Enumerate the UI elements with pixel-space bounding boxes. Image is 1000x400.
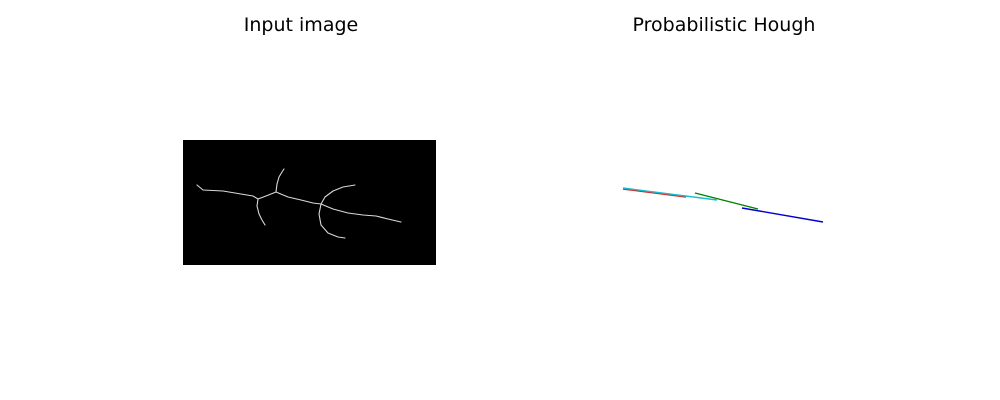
hough-lines-canvas bbox=[622, 187, 824, 223]
edge-arc-upper-right bbox=[320, 184, 356, 205]
hough-line-cyan bbox=[622, 187, 718, 201]
input-image-canvas bbox=[196, 168, 402, 239]
hough-line-red bbox=[622, 188, 687, 198]
edge-arc-lower-right bbox=[318, 203, 346, 239]
input-image-title: Input image bbox=[243, 14, 359, 36]
probabilistic-hough-title: Probabilistic Hough bbox=[632, 14, 816, 36]
hough-line-green bbox=[694, 192, 759, 210]
edge-branch-lower-left bbox=[256, 198, 266, 226]
hough-lines-panel bbox=[605, 140, 845, 265]
input-image bbox=[183, 140, 436, 265]
edge-main-crack bbox=[196, 184, 402, 223]
hough-line-blue bbox=[741, 207, 824, 223]
edge-branch-upper bbox=[275, 168, 285, 193]
